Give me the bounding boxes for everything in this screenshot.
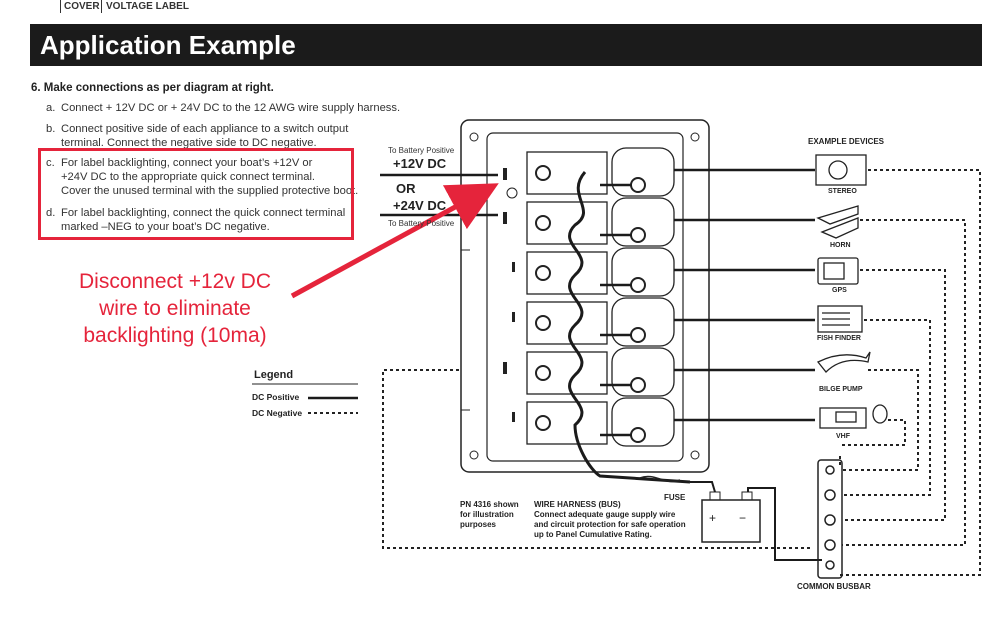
device-label-bilge-pump: BILGE PUMP bbox=[819, 386, 863, 393]
positive-output-wires bbox=[600, 168, 815, 437]
ground-symbol bbox=[506, 187, 518, 199]
battery-terminal-icon bbox=[741, 491, 753, 501]
stereo-icon bbox=[815, 154, 867, 186]
legend-positive-label: DC Positive bbox=[252, 392, 300, 402]
instruction-line: Cover the unused terminal with the suppl… bbox=[61, 185, 359, 197]
fuse-symbol bbox=[639, 475, 681, 483]
vhf-mic-icon bbox=[872, 404, 888, 424]
step-heading: 6. Make connections as per diagram at ri… bbox=[31, 82, 274, 94]
annotation-line: backlighting (10ma) bbox=[83, 324, 267, 347]
negative-wires bbox=[382, 169, 981, 576]
busbar-label: COMMON BUSBAR bbox=[797, 582, 871, 591]
pn-note: PN 4316 shown for illustration purposes bbox=[460, 500, 519, 530]
vhf-display-icon bbox=[835, 411, 857, 423]
common-busbar-icon bbox=[817, 459, 843, 579]
pn-note-line: purposes bbox=[460, 520, 497, 529]
legend-title: Legend bbox=[254, 369, 294, 381]
stereo-speaker-icon bbox=[828, 160, 848, 180]
instruction-line: terminal. Connect the negative side to D… bbox=[61, 137, 317, 149]
fish-finder-icon bbox=[817, 305, 863, 333]
instruction-letter: a. bbox=[46, 102, 56, 114]
instruction-line: marked –NEG to your boat’s DC negative. bbox=[61, 221, 270, 233]
supply-12v-label: +12V DC bbox=[393, 156, 447, 171]
horn-icon bbox=[816, 205, 859, 225]
horn-icon-2 bbox=[820, 217, 859, 239]
annotation-line: Disconnect +12v DC bbox=[78, 270, 271, 293]
switch-row-6 bbox=[526, 397, 675, 447]
switch-row-2 bbox=[526, 197, 675, 247]
instruction-letter: b. bbox=[46, 123, 56, 135]
harness-note-line: up to Panel Cumulative Rating. bbox=[534, 530, 652, 539]
header-divider bbox=[101, 0, 102, 13]
instruction-line: Connect positive side of each appliance … bbox=[61, 123, 349, 135]
switch-row-1 bbox=[526, 147, 675, 197]
page-title: Application Example bbox=[40, 30, 296, 60]
highlight-box bbox=[38, 148, 354, 240]
annotation-text: Disconnect +12v DC wire to eliminate bac… bbox=[50, 268, 300, 349]
device-label-vhf: VHF bbox=[836, 433, 850, 440]
instruction-letter: d. bbox=[46, 207, 56, 219]
switch-panel bbox=[460, 119, 710, 473]
bus-harness-wire bbox=[568, 171, 691, 484]
switch-row-4 bbox=[526, 297, 675, 347]
battery-negative-wire bbox=[747, 487, 822, 561]
header-voltage-label: VOLTAGE LABEL bbox=[106, 1, 189, 12]
battery-minus-icon: − bbox=[739, 511, 746, 525]
busbar-terminals bbox=[824, 465, 836, 570]
instruction-line: For label backlighting, connect your boa… bbox=[61, 157, 313, 169]
header-divider bbox=[60, 0, 61, 13]
fuse-label: FUSE bbox=[664, 493, 686, 502]
top-header-strip: COVER VOLTAGE LABEL bbox=[0, 0, 1000, 16]
harness-note: WIRE HARNESS (BUS) Connect adequate gaug… bbox=[534, 500, 686, 540]
title-banner: Application Example bbox=[30, 24, 982, 66]
device-label-horn: HORN bbox=[830, 242, 851, 249]
pn-note-line: PN 4316 shown bbox=[460, 500, 519, 509]
legend-negative-label: DC Negative bbox=[252, 408, 303, 418]
switch-row-3 bbox=[526, 247, 675, 297]
panel-screw bbox=[690, 132, 700, 142]
battery-terminal-icon bbox=[709, 491, 721, 501]
device-label-fish-finder: FISH FINDER bbox=[817, 335, 861, 342]
header-cover-label: COVER bbox=[64, 1, 100, 12]
instruction-line: +24V DC to the appropriate quick connect… bbox=[61, 171, 316, 183]
harness-note-line: Connect adequate gauge supply wire bbox=[534, 510, 676, 519]
battery-icon bbox=[701, 499, 761, 543]
instruction-letter: c. bbox=[46, 157, 55, 169]
harness-note-title: WIRE HARNESS (BUS) bbox=[534, 500, 621, 509]
instruction-line: For label backlighting, connect the quic… bbox=[61, 207, 346, 219]
supply-bottom-label: To Battery Positive bbox=[388, 219, 455, 228]
device-label-gps: GPS bbox=[832, 287, 847, 294]
supply-top-label: To Battery Positive bbox=[388, 146, 455, 155]
battery-plus-icon: + bbox=[709, 511, 716, 525]
panel-screw bbox=[690, 450, 700, 460]
gps-screen-icon bbox=[823, 262, 845, 280]
supply-24v-label: +24V DC bbox=[393, 198, 447, 213]
annotation-line: wire to eliminate bbox=[99, 297, 251, 320]
battery-positive-wire bbox=[690, 481, 716, 493]
pn-note-line: for illustration bbox=[460, 510, 514, 519]
harness-note-line: and circuit protection for safe operatio… bbox=[534, 520, 686, 529]
devices-title: EXAMPLE DEVICES bbox=[808, 137, 885, 146]
instruction-line: Connect + 12V DC or + 24V DC to the 12 A… bbox=[61, 102, 401, 114]
annotation-arrow bbox=[290, 183, 499, 299]
gps-icon bbox=[817, 257, 859, 285]
device-label-stereo: STEREO bbox=[828, 188, 857, 195]
panel-screw bbox=[469, 132, 479, 142]
panel-inner bbox=[486, 132, 684, 462]
supply-or-label: OR bbox=[396, 181, 416, 196]
backlight-terminals bbox=[503, 168, 515, 422]
panel-screw bbox=[469, 450, 479, 460]
bilge-pump-icon bbox=[816, 351, 871, 373]
vhf-radio-icon bbox=[819, 407, 867, 429]
switch-row-5 bbox=[526, 347, 675, 397]
